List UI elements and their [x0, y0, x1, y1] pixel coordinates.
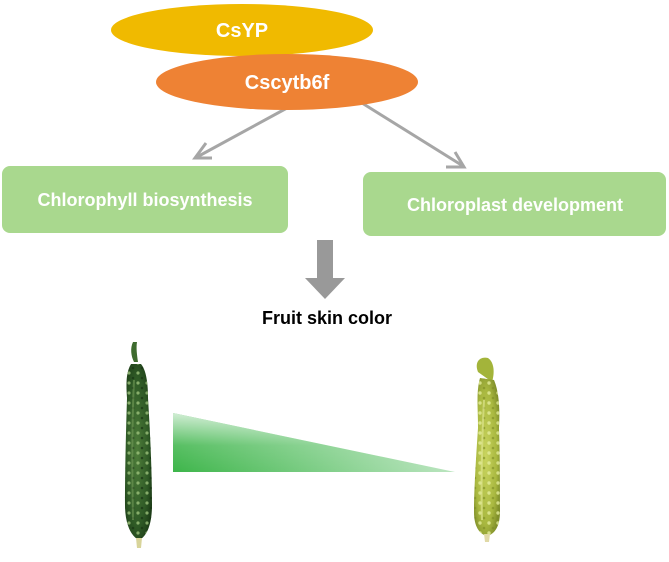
chloroplast-development-label: Chloroplast development	[407, 195, 623, 215]
fruit-skin-color-label: Fruit skin color	[262, 308, 392, 328]
light-green-cucumber-image	[474, 357, 500, 542]
dark-green-cucumber-image	[125, 342, 152, 548]
chloroplast-development-box: Chloroplast development	[363, 172, 666, 236]
cscytb6f-node: Cscytb6f	[156, 54, 418, 110]
connector-arrow-right	[361, 101, 467, 169]
chlorophyll-biosynthesis-label: Chlorophyll biosynthesis	[37, 190, 252, 210]
csyp-node: CsYP	[111, 4, 373, 56]
chlorophyll-biosynthesis-box: Chlorophyll biosynthesis	[2, 166, 288, 233]
down-arrow	[305, 240, 345, 299]
color-gradient-wedge	[173, 413, 455, 472]
connector-arrow-left	[192, 106, 288, 160]
csyp-label: CsYP	[216, 20, 268, 42]
cscytb6f-label: Cscytb6f	[245, 72, 330, 94]
